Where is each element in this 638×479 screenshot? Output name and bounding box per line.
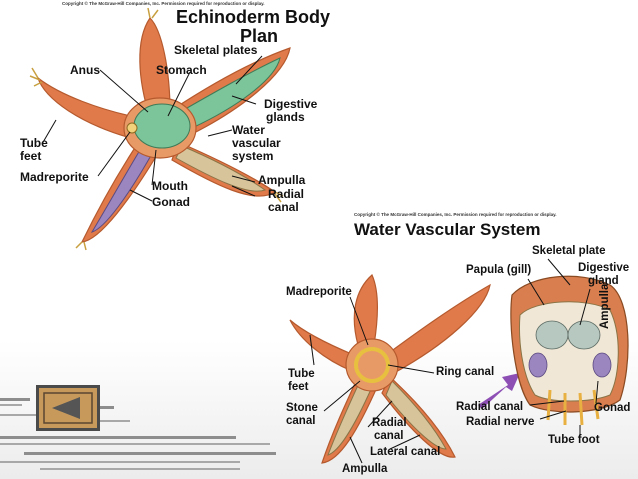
left-triangle-icon (43, 392, 93, 424)
label-papula: Papula (gill) (466, 264, 532, 276)
label-digestive-gland-2: gland (588, 275, 619, 287)
label-stomach: Stomach (156, 63, 207, 77)
copyright-notice-2: Copyright © The McGraw-Hill Companies, I… (354, 212, 557, 217)
label-water-vascular-2: vascular (232, 136, 281, 150)
label-madreporite: Madreporite (20, 170, 89, 184)
label-radial-canal-2b: canal (374, 430, 404, 442)
label-radial-canal-1: Radial (268, 187, 305, 201)
label-ampulla-2: Ampulla (342, 463, 388, 475)
diagram-title-2: Water Vascular System (354, 220, 541, 239)
label-water-vascular-1: Water (232, 123, 265, 137)
label-ring-canal: Ring canal (436, 366, 495, 378)
label-tube-foot: Tube foot (548, 434, 600, 446)
label-tube-feet-1b: Tube (288, 368, 315, 380)
echinoderm-body-plan-diagram: Copyright © The McGraw-Hill Companies, I… (0, 0, 350, 252)
label-radial-canal-1b: Radial (372, 417, 407, 429)
label-water-vascular-3: system (232, 149, 274, 163)
label-radial-canal-cs: Radial canal (456, 401, 524, 413)
label-radial-canal-2: canal (268, 200, 299, 214)
diagram-title-line2: Plan (240, 26, 279, 46)
water-vascular-system-diagram: Copyright © The McGraw-Hill Companies, I… (280, 205, 638, 479)
label-tube-feet-2: feet (20, 149, 42, 163)
label-radial-nerve: Radial nerve (466, 416, 535, 428)
label-gonad: Gonad (152, 195, 190, 209)
label-digestive-glands-2: glands (266, 110, 305, 124)
label-stone-canal-2: canal (286, 415, 316, 427)
label-stone-canal-1: Stone (286, 402, 318, 414)
label-ampulla-vertical: Ampulla (599, 283, 611, 329)
label-gonad-2: Gonad (594, 402, 631, 414)
label-mouth: Mouth (152, 179, 188, 193)
copyright-notice: Copyright © The McGraw-Hill Companies, I… (62, 1, 265, 6)
label-tube-feet-2b: feet (288, 381, 309, 393)
label-digestive-gland-1: Digestive (578, 262, 630, 274)
label-skeletal-plate: Skeletal plate (532, 245, 606, 257)
label-tube-feet-1: Tube (20, 136, 48, 150)
label-ampulla: Ampulla (258, 173, 306, 187)
label-madreporite-2: Madreporite (286, 286, 352, 298)
label-anus: Anus (70, 63, 100, 77)
back-button[interactable] (36, 385, 100, 431)
label-skeletal-plates: Skeletal plates (174, 43, 258, 57)
sea-star-illustration (29, 7, 291, 251)
label-digestive-glands-1: Digestive (264, 97, 318, 111)
diagram-title-line1: Echinoderm Body (176, 7, 331, 27)
water-vascular-illustration (289, 258, 629, 464)
label-lateral-canal: Lateral canal (370, 446, 441, 458)
